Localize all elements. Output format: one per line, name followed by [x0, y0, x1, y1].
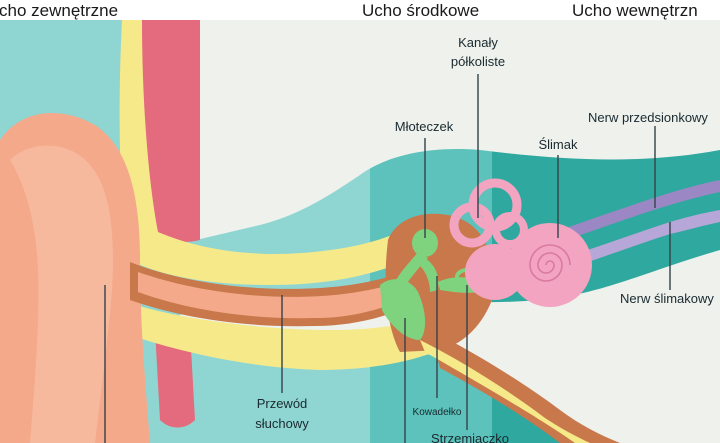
label-cochlea: Ślimak [538, 137, 578, 152]
label-vestibular-nerve: Nerw przedsionkowy [588, 110, 708, 125]
header-outer-ear: cho zewnętrzne [0, 1, 118, 20]
label-canal-line2: słuchowy [255, 416, 309, 431]
label-canal-line1: Przewód [257, 396, 308, 411]
header-inner-ear: Ucho wewnętrzn [572, 1, 698, 20]
label-stapes: Strzemiączko [431, 431, 509, 443]
label-incus: Kowadełko [413, 407, 462, 418]
label-malleus: Młoteczek [395, 119, 454, 134]
cochlea-body [508, 223, 592, 307]
header-middle-ear: Ucho środkowe [362, 1, 479, 20]
label-canals-line2: półkoliste [451, 54, 505, 69]
label-cochlear-nerve: Nerw ślimakowy [620, 291, 714, 306]
label-canals-line1: Kanały [458, 35, 498, 50]
